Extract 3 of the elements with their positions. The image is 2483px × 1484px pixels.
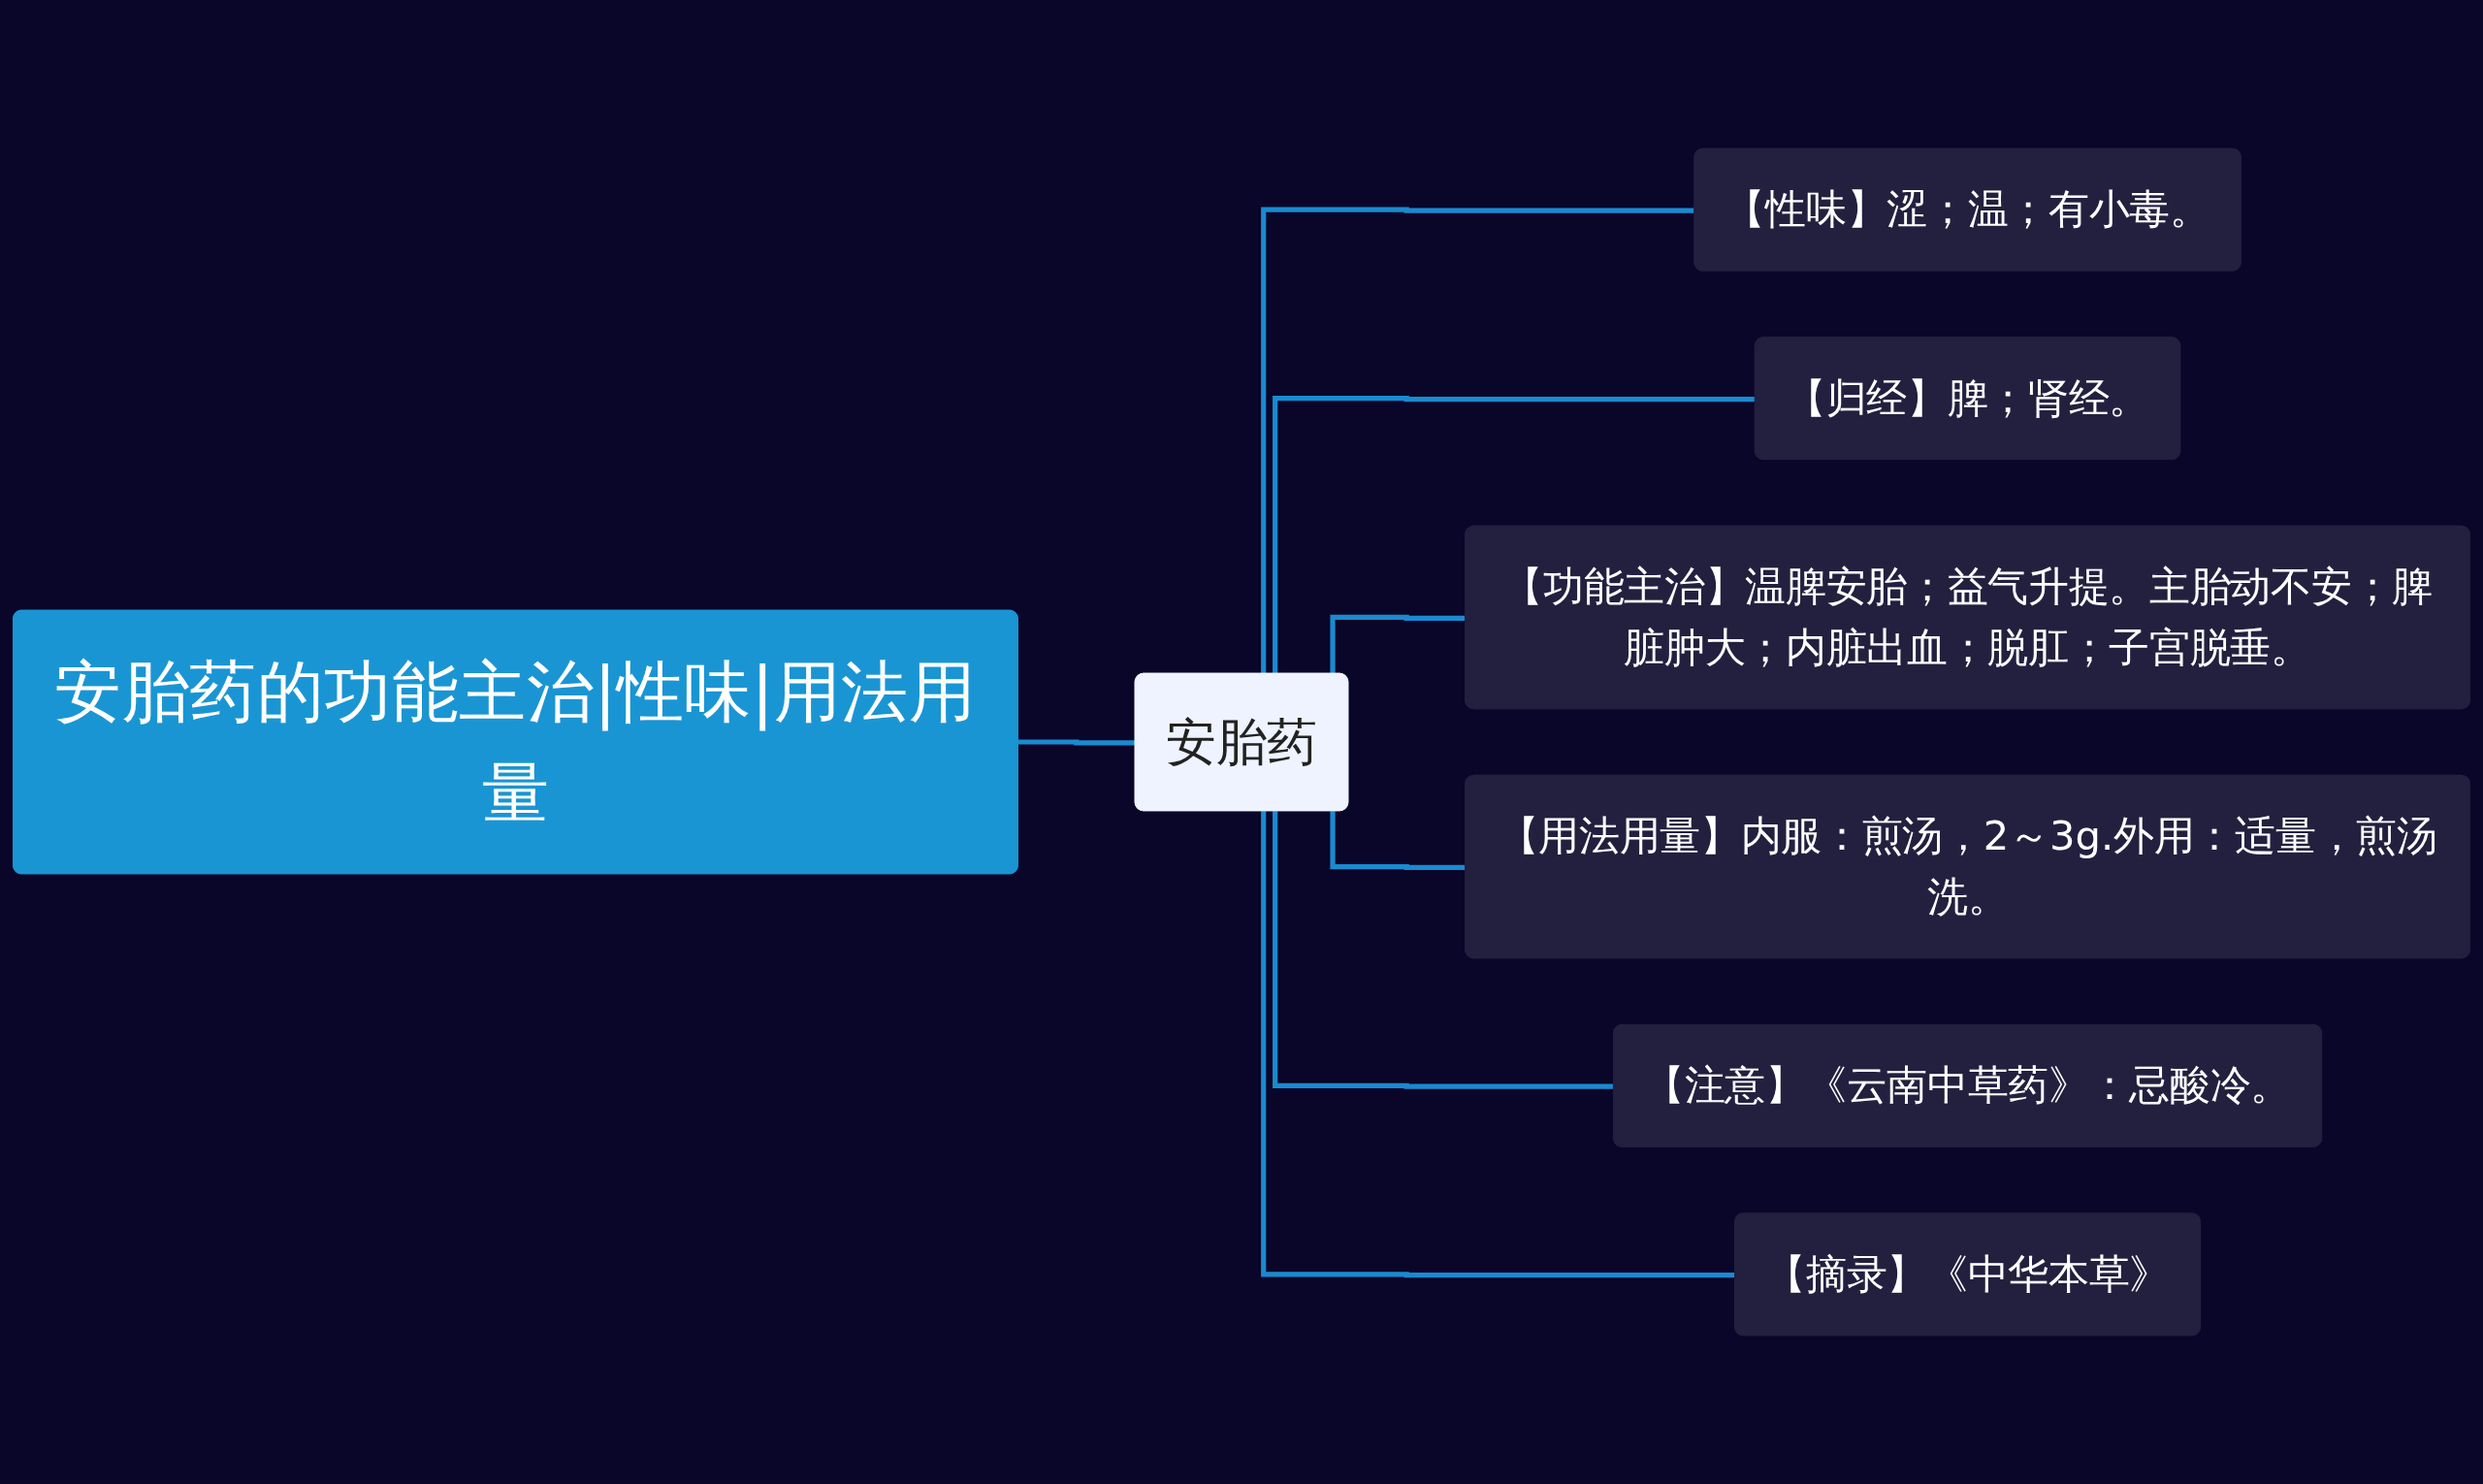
connector <box>1330 811 1467 870</box>
connector <box>1330 614 1467 675</box>
connector <box>1016 739 1137 746</box>
